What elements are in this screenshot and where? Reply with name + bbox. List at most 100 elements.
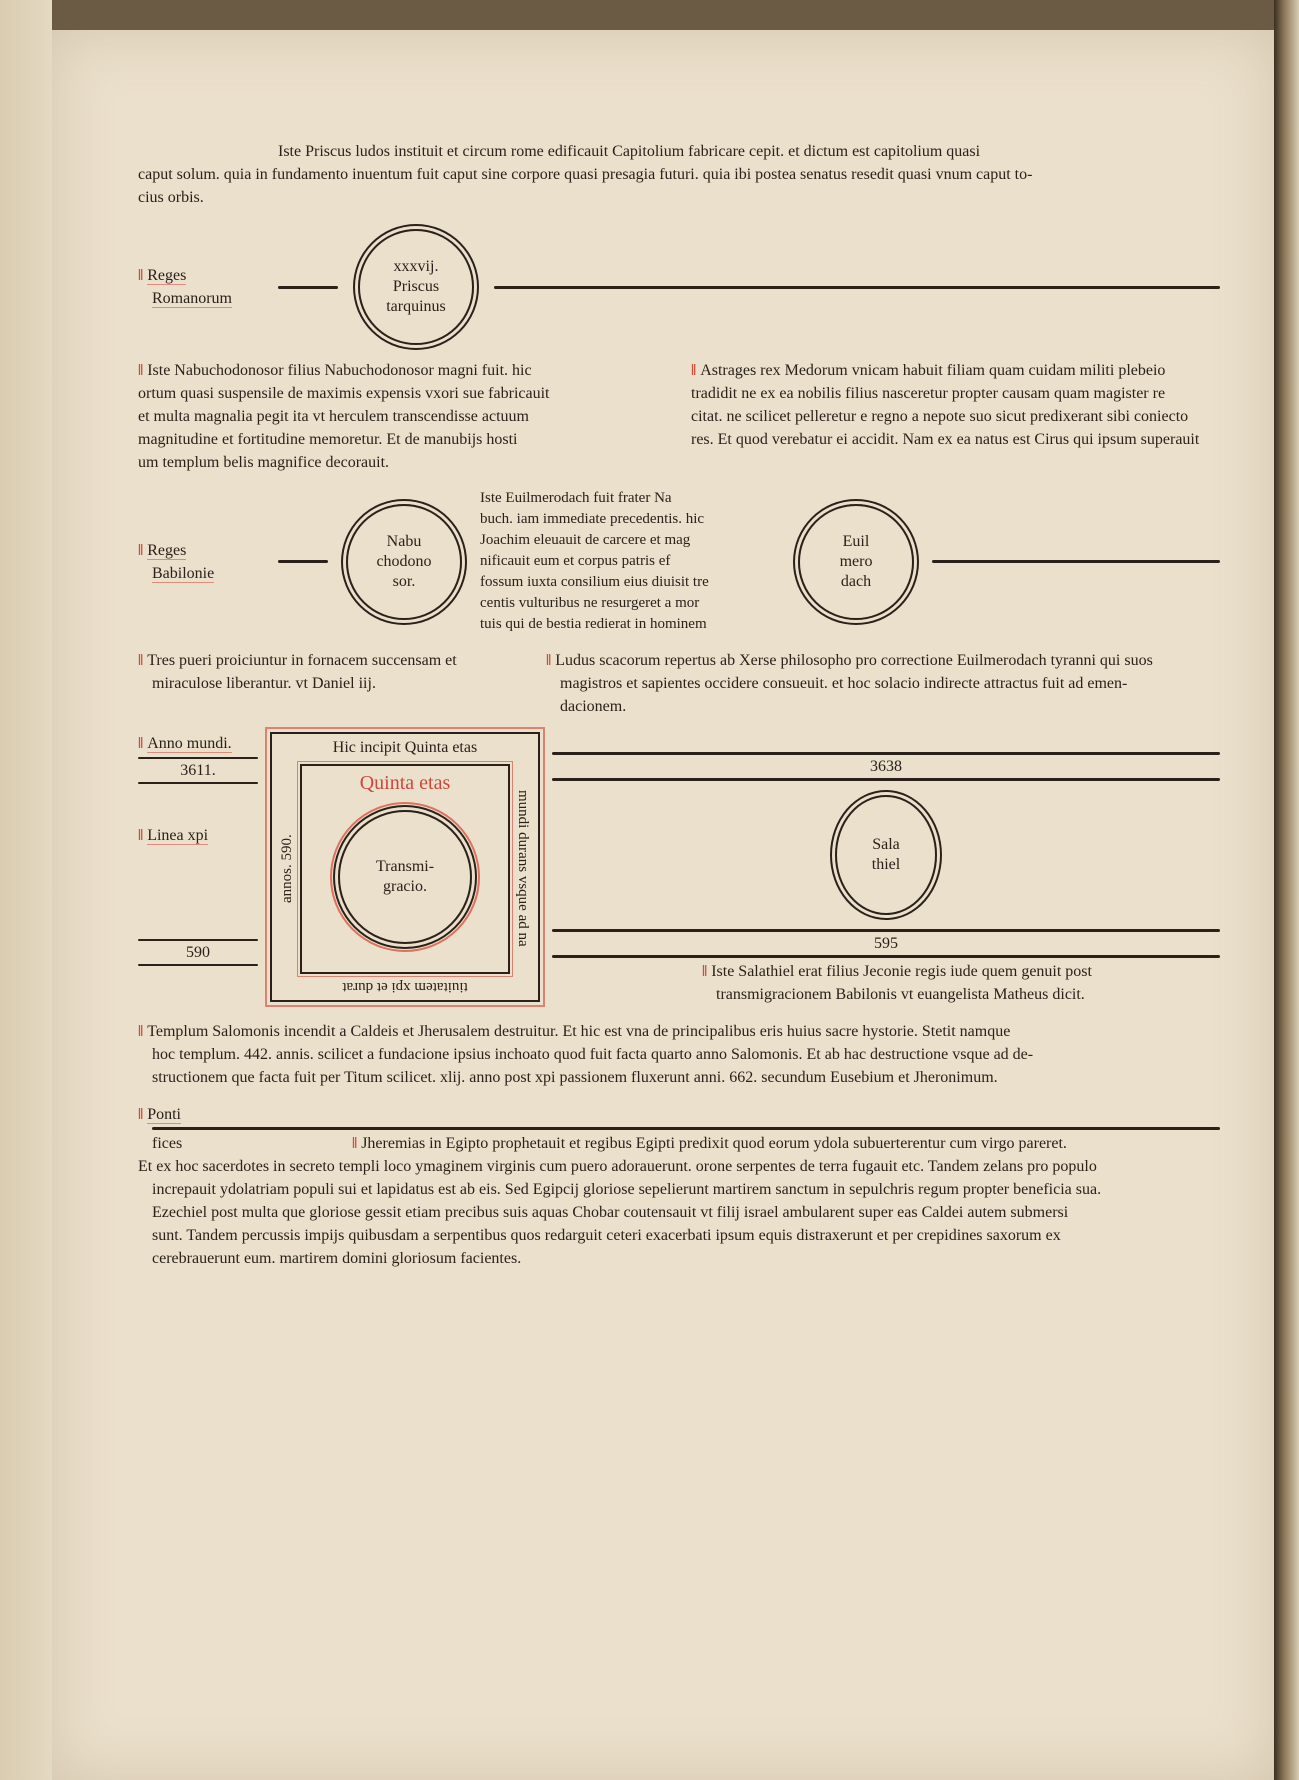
pontifices-label-cont: fices [152,1135,183,1152]
text-line: um templum belis magnifice decorauit. [138,454,390,471]
book-gutter [1274,0,1299,1780]
pontifices-label: Ponti [147,1106,181,1124]
text-line: Et ex hoc sacerdotes in secreto templi l… [138,1158,1097,1175]
year-value: 590 [186,944,210,961]
chronology-line [138,782,258,784]
text-line: Jheremias in Egipto prophetauit et regib… [361,1135,1067,1152]
text-line: Ludus scacorum repertus ab Xerse philoso… [555,652,1153,669]
circle-text: tarquinus [386,298,446,315]
circle-text: Euil [842,532,870,550]
text-line: miraculose liberantur. vt Daniel iij. [152,675,376,692]
text-line: hoc templum. 442. annis. scilicet a fund… [152,1046,1034,1063]
anno-mundi-label: Anno mundi. [147,735,232,753]
text-line: tuis qui de bestia redierat in hominem [480,616,707,632]
genealogy-line [278,560,328,563]
page-content: Iste Priscus ludos instituit et circum r… [138,140,1220,1270]
reges-babilonie-label: ‖Reges Babilonie [138,541,215,583]
circle-text: dach [840,572,872,590]
text-line: structionem que facta fuit per Titum sci… [152,1069,998,1086]
frame-top-text: Hic incipit Quinta etas [332,739,478,756]
text-line: increpauit ydolatriam populi sui et lapi… [152,1181,1102,1198]
text-line: Ezechiel post multa que gloriose gessit … [152,1204,1069,1221]
babylon-paragraphs: ‖Iste Nabuchodonosor filius Nabuchodonos… [138,359,1220,474]
chronology-line [552,752,1220,755]
text-line: cerebrauerunt eum. martirem domini glori… [152,1250,522,1267]
salathiel-circle-wrap: Sala thiel [552,781,1220,929]
manuscript-page [52,30,1274,1780]
pontifices-line [152,1127,1220,1130]
chronology-line [138,757,258,759]
label-line: Reges [147,267,187,285]
pontifices-first-row: fices ‖Jheremias in Egipto prophetauit e… [138,1132,1220,1155]
text-line: fossum iuxta consilium eius diuisit tre [480,574,709,590]
top-paragraph: Iste Priscus ludos instituit et circum r… [138,140,1220,209]
text-line: magnitudine et fortitudine memoretur. Et… [138,431,518,448]
text-line: res. Et quod verebatur ei accidit. Nam e… [691,431,1200,448]
text-line: sunt. Tandem percussis impijs quibusdam … [152,1227,1061,1244]
salathiel-note: ‖Iste Salathiel erat filius Jeconie regi… [552,960,1220,1006]
text-line: Templum Salomonis incendit a Caldeis et … [147,1023,1011,1040]
chronology-section: ‖Anno mundi. 3611. ‖Linea xpi 590 Hic in… [138,727,1220,1007]
linea-christi-label: Linea xpi [147,827,209,845]
templum-paragraph: ‖Templum Salomonis incendit a Caldeis et… [138,1020,1220,1089]
tres-pueri-paragraph: ‖Tres pueri proiciuntur in fornacem succ… [138,649,528,718]
frame-inner-box: Quinta etas Transmi-gracio. [297,761,513,977]
text-line: cius orbis. [138,189,204,206]
circle-text: thiel [871,856,901,873]
chronology-line [552,955,1220,958]
king-circle-euilmerodach: Euil mero dach [798,503,914,620]
text-line: centis vulturibus ne resurgeret a mor [480,595,700,611]
text-line: Tres pueri proiciuntur in fornacem succe… [147,652,457,669]
circle-text: chodono [376,552,432,570]
circle-text: mero [839,552,873,570]
text-line: ortum quasi suspensile de maximis expens… [138,385,550,402]
text-line: et multa magnalia pegit ita vt herculem … [138,408,529,425]
genealogy-line [494,285,1220,289]
ludus-scacorum-paragraph: ‖Ludus scacorum repertus ab Xerse philos… [546,649,1220,718]
circle-text: sor. [392,572,416,590]
text-line: transmigracionem Babilonis vt euangelist… [716,986,1085,1003]
quinta-etas-frame: Hic incipit Quinta etas Quinta etas Tran… [265,727,545,1007]
chronology-line [138,939,258,941]
frame-bottom-text: tiuitatem xpi et durat [342,979,468,995]
label-line: Babilonie [152,564,215,583]
circle-text: Transmi- [375,858,435,875]
nabuchodonosor-paragraph: ‖Iste Nabuchodonosor filius Nabuchodonos… [138,359,667,474]
king-circle-nabuchodonosor: Nabu chodono sor. [346,503,462,620]
text-line: Iste Euilmerodach fuit frater Na [480,490,672,506]
page-left-margin [0,0,52,1780]
transmigracio-circle: Transmi-gracio. [330,802,480,952]
chronology-right: 3638 Sala thiel 595 ‖Iste Salathiel erat … [552,732,1220,1006]
king-circle-priscus: xxxvij. Priscus tarquinus [358,229,474,345]
text-line: Iste Nabuchodonosor filius Nabuchodonoso… [147,362,532,379]
circle-text: Priscus [392,278,440,295]
circle-text: Nabu [386,532,422,550]
text-line: caput solum. quia in fundamento inuentum… [138,166,1033,183]
euilmerodach-paragraph: Iste Euilmerodach fuit frater Na buch. i… [480,488,780,635]
astrages-paragraph: ‖Astrages rex Medorum vnicam habuit fili… [691,359,1220,474]
text-line: Iste Salathiel erat filius Jeconie regis… [711,963,1092,980]
chronology-left-labels: ‖Anno mundi. 3611. ‖Linea xpi 590 [138,732,258,1006]
reges-babilonie-row: ‖Reges Babilonie Nabu chodono sor. Iste Eu… [138,488,1220,635]
frame-right-text: mundi durans vsque ad na [515,789,531,947]
text-line: buch. iam immediate precedentis. hic [480,511,705,527]
tres-pueri-ludus-row: ‖Tres pueri proiciuntur in fornacem succ… [138,649,1220,718]
genealogy-line [932,560,1220,563]
year-value: 595 [874,935,898,952]
reges-romanorum-row: ‖Reges Romanorum xxxvij. Priscus tarquinus [138,229,1220,345]
salathiel-circle: Sala thiel [835,795,937,915]
circle-text: Sala [872,836,900,853]
jeremias-paragraph: Et ex hoc sacerdotes in secreto templi l… [138,1155,1220,1270]
anno-mundi-value: 3638 [870,758,902,775]
label-line: Reges [147,541,187,560]
reges-romanorum-label: ‖Reges Romanorum [138,267,232,308]
text-line: Iste Priscus ludos instituit et circum r… [278,143,981,160]
text-line: nificauit eum et corpus patris ef [480,553,671,569]
chronology-line [552,929,1220,932]
circle-text: xxxvij. [393,258,439,275]
text-line: tradidit ne ex ea nobilis filius nascere… [691,385,1166,402]
text-line: magistros et sapientes occidere consueui… [560,675,1128,692]
anno-mundi-value: 3611. [180,762,216,779]
text-line: dacionem. [560,698,627,715]
text-line: citat. ne scilicet pelleretur e regno a … [691,408,1189,425]
